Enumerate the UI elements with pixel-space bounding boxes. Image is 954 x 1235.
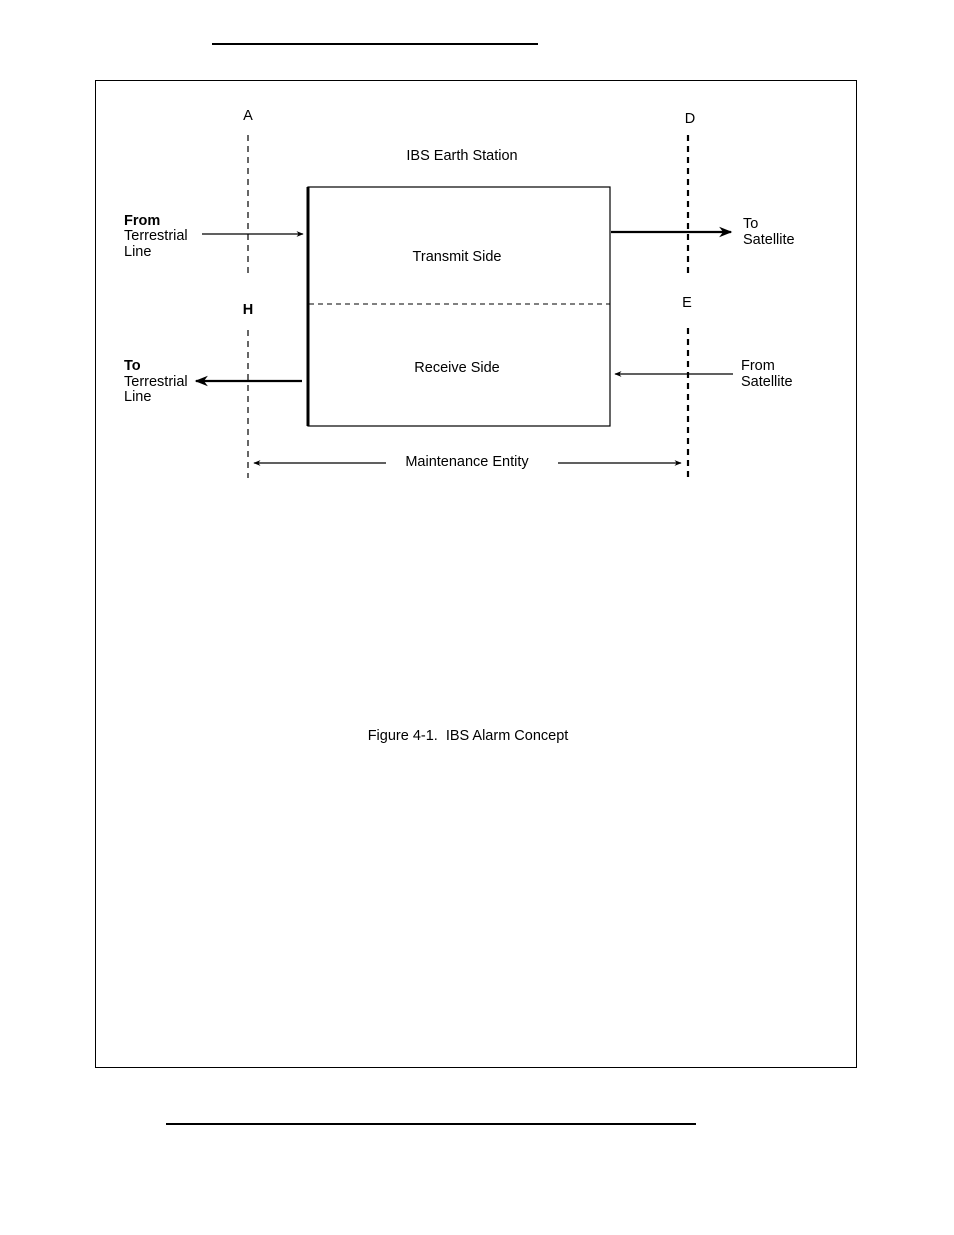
ref-point-d-label: D bbox=[685, 111, 695, 127]
maintenance-entity-label: Maintenance Entity bbox=[405, 454, 529, 470]
from-terrestrial-line1: From bbox=[124, 213, 160, 229]
earth-station-box bbox=[307, 186, 611, 427]
to-terrestrial-line3: Line bbox=[124, 389, 151, 405]
from-terrestrial-line3: Line bbox=[124, 244, 151, 260]
from-satellite-line2: Satellite bbox=[741, 374, 793, 390]
receive-side-label: Receive Side bbox=[414, 360, 499, 376]
to-terrestrial-line2: Terrestrial bbox=[124, 374, 188, 390]
ref-point-e-label: E bbox=[682, 295, 692, 311]
footer-rule bbox=[166, 1123, 696, 1125]
to-satellite-line2: Satellite bbox=[743, 232, 795, 248]
figure-frame bbox=[95, 80, 857, 1068]
from-satellite-line1: From bbox=[741, 358, 775, 374]
earth-station-title: IBS Earth Station bbox=[406, 148, 517, 164]
figure-caption-prefix: Figure 4-1. bbox=[368, 728, 438, 744]
ref-point-h-label: H bbox=[243, 302, 253, 318]
to-terrestrial-line1: To bbox=[124, 358, 141, 374]
header-rule bbox=[212, 43, 538, 45]
transmit-side-label: Transmit Side bbox=[413, 249, 502, 265]
figure-caption: Figure 4-1. IBS Alarm Concept bbox=[368, 728, 569, 744]
to-satellite-line1: To bbox=[743, 216, 758, 232]
figure-caption-title: IBS Alarm Concept bbox=[446, 728, 569, 744]
from-terrestrial-line2: Terrestrial bbox=[124, 228, 188, 244]
ref-point-a-label: A bbox=[243, 108, 253, 124]
